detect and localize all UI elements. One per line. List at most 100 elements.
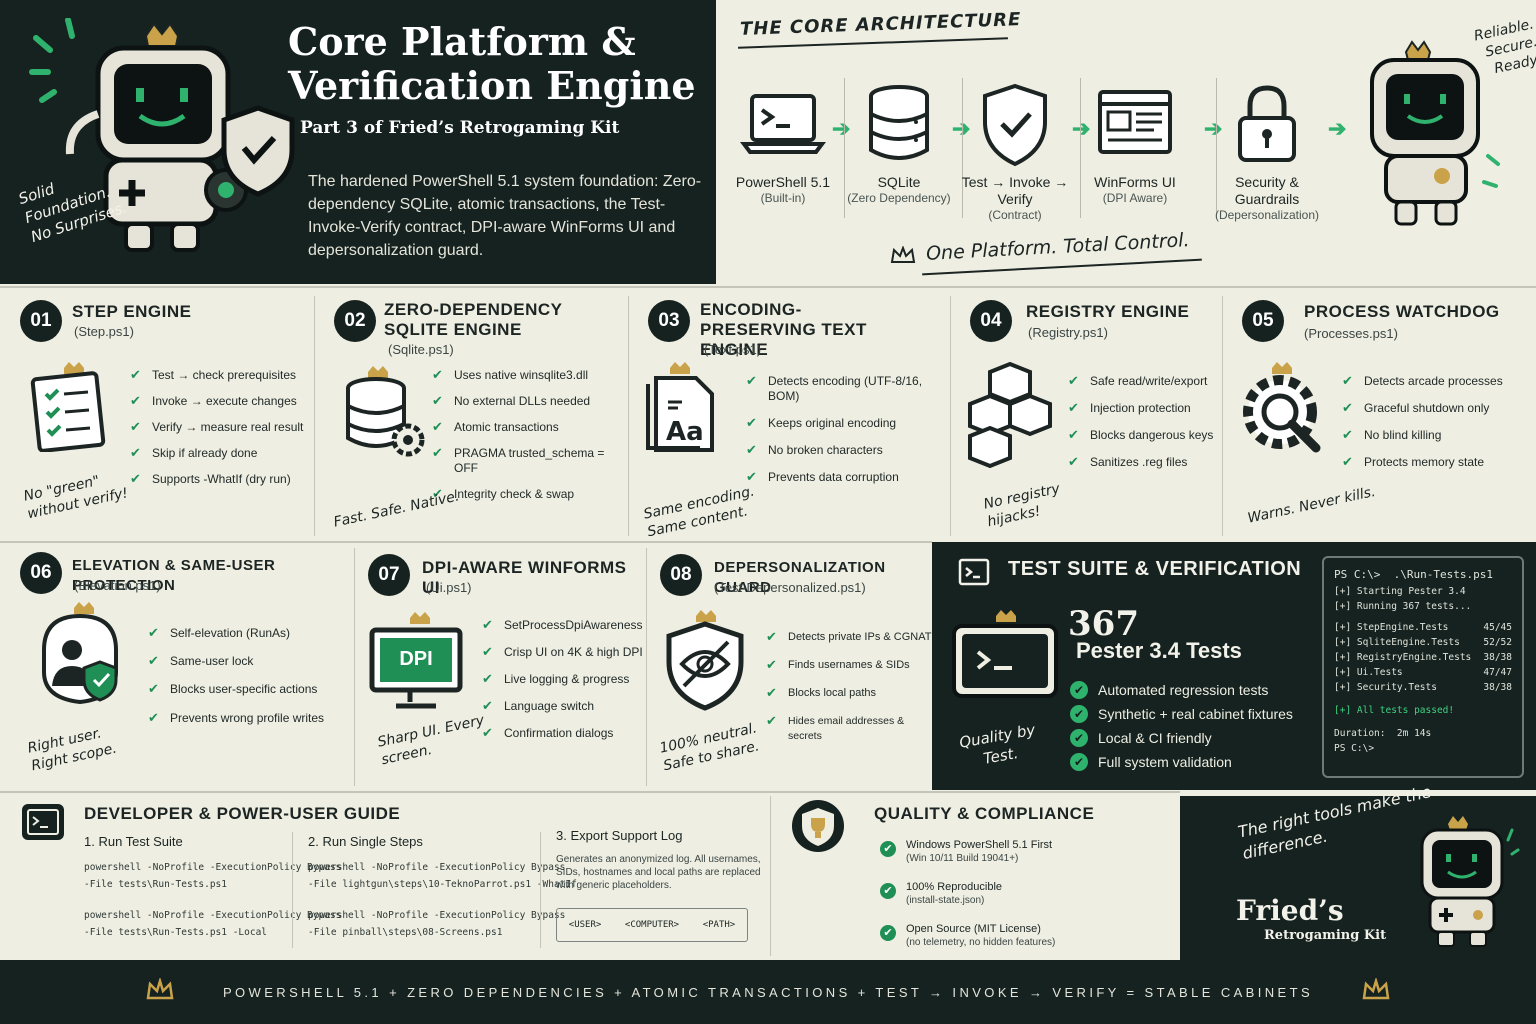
eye-slash-shield-icon: [666, 610, 744, 711]
module-number: 05: [1242, 300, 1284, 342]
module-note: Right user. Right scope.: [26, 725, 119, 775]
laptop-terminal-icon: [952, 610, 1058, 698]
arch-node-contract: Test → Invoke → Verify (Contract): [952, 82, 1078, 223]
terminal-success-line: [+] All tests passed!: [1334, 705, 1455, 716]
feature-item: Safe read/write/export: [1068, 373, 1213, 389]
terminal-output: PS C:\> .\Run-Tests.ps1 [+] Starting Pes…: [1322, 556, 1524, 778]
page-description: The hardened PowerShell 5.1 system found…: [308, 173, 702, 259]
arrow-right-icon: ➔: [952, 116, 971, 141]
feature-item: Finds usernames & SIDs: [766, 657, 932, 673]
module-note: No "green" without verify!: [22, 472, 130, 523]
feature-item: Protects memory state: [1342, 454, 1503, 470]
quality-title: QUALITY & COMPLIANCE: [874, 804, 1095, 823]
guide-command[interactable]: -File lightgun\steps\10-TeknoParrot.ps1 …: [308, 879, 577, 890]
hero-panel: Core Platform & Verification Engine Part…: [0, 0, 716, 284]
brand-panel: The right tools make the difference. Fri…: [1180, 782, 1536, 960]
module-file: (Sqlite.ps1): [388, 342, 454, 357]
crown-icon: [146, 978, 174, 1000]
result-score: 38/38: [1483, 652, 1512, 663]
svg-text:Aa: Aa: [666, 417, 704, 447]
title-line-2: Verification Engine: [288, 63, 696, 108]
module-feature-list: Detects encoding (UTF-8/16, BOM) Keeps o…: [746, 373, 950, 496]
arch-divider: [1080, 78, 1081, 218]
module-card-watchdog: 05 PROCESS WATCHDOG (Processes.ps1) Dete…: [1224, 292, 1536, 540]
module-note: No registry hijacks!: [982, 480, 1062, 531]
feature-item: No blind killing: [1342, 427, 1503, 443]
quality-item: 100% Reproducible(install-state.json): [880, 880, 1055, 908]
feature-item: Prevents wrong profile writes: [148, 710, 324, 726]
guide-command[interactable]: powershell -NoProfile -ExecutionPolicy B…: [84, 910, 342, 921]
terminal-line: [+] Running 367 tests...: [1334, 601, 1472, 612]
feature-item: Language switch: [482, 698, 643, 714]
feature-item: SetProcessDpiAwareness: [482, 617, 643, 633]
user-shield-icon: [42, 602, 118, 705]
arch-node-security: Security & Guardrails (Depersonalization…: [1204, 82, 1330, 223]
card-divider: [1222, 296, 1223, 536]
feature-item: Prevents data corruption: [746, 469, 950, 485]
test-feature-item: Local & CI friendly: [1070, 729, 1293, 747]
arch-node-sub: (DPI Aware): [1102, 191, 1168, 205]
arrow-right-icon: ➔: [1072, 116, 1091, 141]
feature-item: Injection protection: [1068, 400, 1213, 416]
page-title: Core Platform & Verification Engine: [288, 20, 696, 108]
terminal-line: [+] Starting Pester 3.4: [1334, 586, 1466, 597]
test-feature-item: Full system validation: [1070, 753, 1293, 771]
module-feature-list: Safe read/write/export Injection protect…: [1068, 373, 1213, 481]
module-card-text-engine: 03 ENCODING-PRESERVING TEXT ENGINE (Text…: [630, 292, 950, 540]
module-file: (Ui.ps1): [426, 580, 472, 595]
result-name: [+] Ui.Tests: [1334, 667, 1403, 678]
result-score: 45/45: [1483, 622, 1512, 633]
guide-command[interactable]: -File pinball\steps\08-Screens.ps1: [308, 927, 503, 938]
guide-command[interactable]: powershell -NoProfile -ExecutionPolicy B…: [308, 910, 566, 921]
guide-title: DEVELOPER & POWER-USER GUIDE: [84, 804, 401, 823]
module-card-registry: 04 REGISTRY ENGINE (Registry.ps1) Safe r…: [952, 292, 1222, 540]
module-file: (Registry.ps1): [1028, 325, 1108, 340]
quality-item: Windows PowerShell 5.1 First(Win 10/11 B…: [880, 838, 1055, 866]
feature-item: Self-elevation (RunAs): [148, 625, 324, 641]
feature-item: Supports -WhatIf (dry run): [130, 471, 303, 487]
card-divider: [646, 548, 647, 786]
section-divider: [770, 796, 771, 956]
reliable-note: Reliable. Secure. Ready.: [1472, 16, 1536, 78]
feature-item: Live logging & progress: [482, 671, 643, 687]
robot-gamepad-icon: [1370, 40, 1500, 226]
guide-command[interactable]: -File tests\Run-Tests.ps1 -Local: [84, 927, 268, 938]
module-file: (Text.ps1): [704, 342, 762, 357]
test-feature-list: Automated regression tests Synthetic + r…: [1070, 681, 1293, 778]
registry-cubes-icon: [968, 362, 1052, 469]
result-name: [+] SqliteEngine.Tests: [1334, 637, 1460, 648]
module-card-winforms: 07 DPI-AWARE WINFORMS UI (Ui.ps1) DPI Se…: [356, 544, 646, 790]
guide-step-heading: 1. Run Test Suite: [84, 834, 183, 849]
monitor-icon: [369, 612, 463, 709]
module-feature-list: Detects arcade processes Graceful shutdo…: [1342, 373, 1503, 481]
feature-item: PRAGMA trusted_schema = OFF: [432, 445, 628, 476]
page-subtitle: Part 3 of Fried’s Retrogaming Kit: [300, 118, 620, 138]
quality-item-sub: (install-state.json): [906, 895, 985, 906]
card-divider: [354, 548, 355, 786]
feature-item: No broken characters: [746, 442, 950, 458]
module-number: 02: [334, 300, 376, 342]
module-title: ELEVATION & SAME-USER PROTECTION: [72, 557, 276, 594]
terminal-result-row: [+] Ui.Tests 47/47: [1334, 667, 1512, 682]
guide-command[interactable]: -File tests\Run-Tests.ps1: [84, 879, 227, 890]
feature-item: Verify → measure real result: [130, 419, 303, 435]
result-score: 47/47: [1483, 667, 1512, 678]
module-number: 07: [368, 554, 410, 596]
quality-item-label: Open Source (MIT License): [906, 923, 1041, 935]
module-title: ENCODING-PRESERVING TEXT ENGINE: [700, 300, 867, 359]
dpi-label: DPI: [399, 648, 433, 670]
feature-item: Graceful shutdown only: [1342, 400, 1503, 416]
arch-node-label: Test → Invoke → Verify: [961, 174, 1069, 207]
arch-node-powershell: PowerShell 5.1 (Built-in): [720, 82, 846, 206]
guide-command[interactable]: powershell -NoProfile -ExecutionPolicy B…: [84, 862, 342, 873]
feature-item: Blocks dangerous keys: [1068, 427, 1213, 443]
terminal-prompt: PS C:\> .\Run-Tests.ps1: [1334, 568, 1493, 581]
module-number: 01: [20, 300, 62, 342]
terminal-icon: [22, 804, 64, 840]
guide-command[interactable]: powershell -NoProfile -ExecutionPolicy B…: [308, 862, 566, 873]
terminal-icon: [740, 94, 826, 154]
padlock-icon: [1238, 85, 1296, 162]
module-feature-list: Detects private IPs & CGNAT Finds userna…: [766, 629, 932, 755]
module-card-sqlite: 02 ZERO-DEPENDENCY SQLITE ENGINE (Sqlite…: [316, 292, 628, 540]
